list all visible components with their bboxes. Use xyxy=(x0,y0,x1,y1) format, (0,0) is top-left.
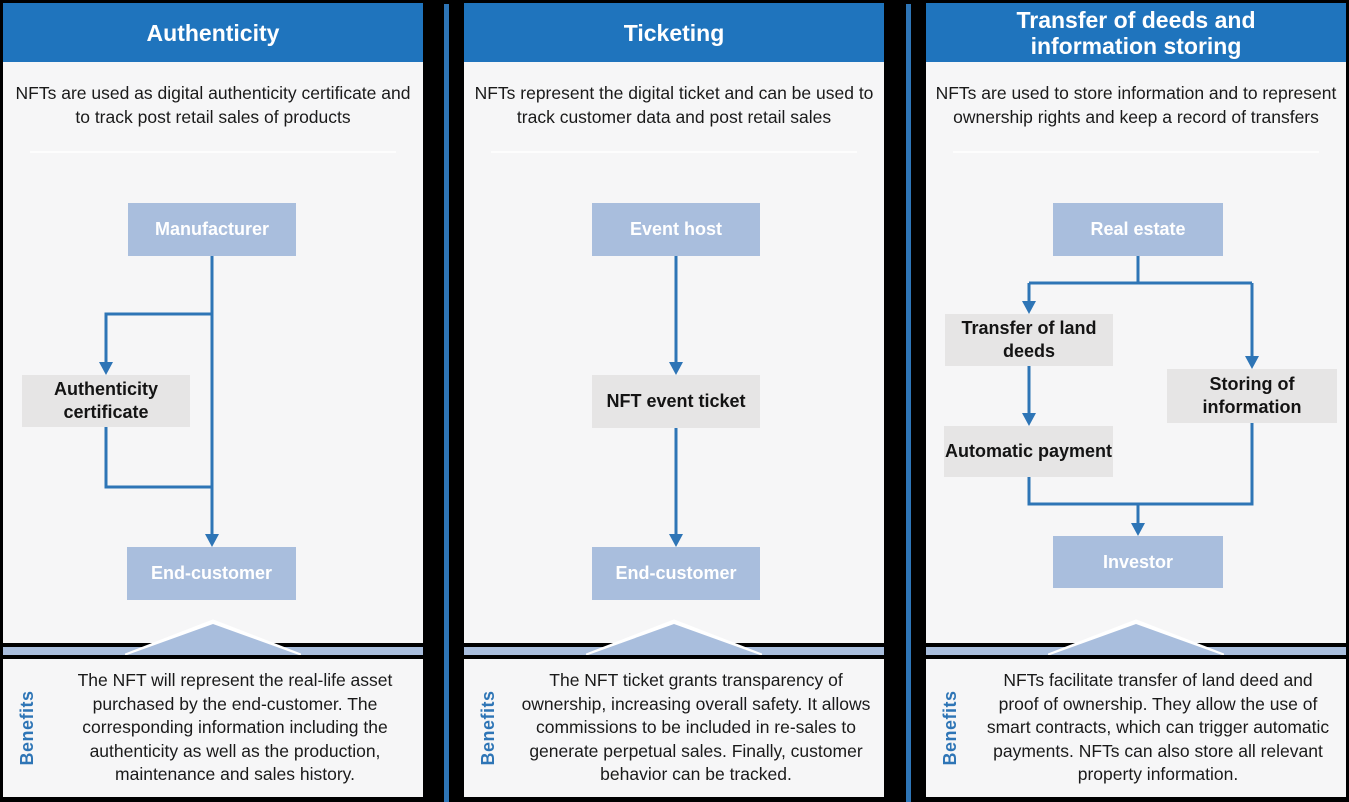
column-header: Transfer of deeds and information storin… xyxy=(926,3,1346,62)
column-transfer-deeds: Transfer of deeds and information storin… xyxy=(926,0,1346,802)
use-case-card: Ticketing NFTs represent the digital tic… xyxy=(464,3,884,643)
vertical-divider xyxy=(906,4,911,802)
column-description: NFTs are used to store information and t… xyxy=(935,83,1337,127)
node-manufacturer: Manufacturer xyxy=(128,203,296,256)
use-case-card: Authenticity NFTs are used as digital au… xyxy=(3,3,423,643)
benefits-text: The NFT ticket grants transparency of ow… xyxy=(521,670,871,785)
node-transfer-of-land-deeds: Transfer of land deeds xyxy=(945,314,1113,366)
flow-connectors xyxy=(669,256,683,547)
benefits-label: Benefits xyxy=(940,690,960,766)
node-nft-event-ticket: NFT event ticket xyxy=(592,375,760,428)
benefits-panel: Benefits The NFT will represent the real… xyxy=(3,659,423,797)
node-event-host: Event host xyxy=(592,203,760,256)
flow-connectors xyxy=(99,256,219,547)
divider-rule xyxy=(491,151,857,153)
use-case-card: Transfer of deeds and information storin… xyxy=(926,3,1346,643)
node-storing-of-information: Storing of information xyxy=(1167,369,1337,423)
flow-connectors xyxy=(1022,256,1259,536)
benefits-text: The NFT will represent the real-life ass… xyxy=(77,670,393,785)
node-real-estate: Real estate xyxy=(1053,203,1223,256)
column-header: Ticketing xyxy=(464,3,884,62)
column-description: NFTs represent the digital ticket and ca… xyxy=(474,83,874,127)
benefits-label: Benefits xyxy=(17,690,37,766)
node-end-customer: End-customer xyxy=(127,547,296,600)
node-end-customer: End-customer xyxy=(592,547,760,600)
divider-rule xyxy=(30,151,396,153)
benefits-text: NFTs facilitate transfer of land deed an… xyxy=(986,670,1330,785)
benefits-panel: Benefits The NFT ticket grants transpare… xyxy=(464,659,884,797)
column-title: Authenticity xyxy=(146,19,280,46)
chevron-pointer xyxy=(1048,619,1224,655)
node-investor: Investor xyxy=(1053,536,1223,588)
column-authenticity: Authenticity NFTs are used as digital au… xyxy=(3,0,423,802)
vertical-divider xyxy=(444,4,449,802)
column-title: Transfer of deeds and information storin… xyxy=(1016,6,1256,59)
chevron-pointer xyxy=(125,619,301,655)
column-title: Ticketing xyxy=(623,19,725,46)
column-description: NFTs are used as digital authenticity ce… xyxy=(15,83,411,127)
benefits-panel: Benefits NFTs facilitate transfer of lan… xyxy=(926,659,1346,797)
divider-rule xyxy=(953,151,1319,153)
node-authenticity-certificate: Authenticity certificate xyxy=(22,375,190,427)
chevron-pointer xyxy=(586,619,762,655)
benefits-label: Benefits xyxy=(478,690,498,766)
column-ticketing: Ticketing NFTs represent the digital tic… xyxy=(464,0,884,802)
node-automatic-payment: Automatic payment xyxy=(944,426,1113,477)
column-header: Authenticity xyxy=(3,3,423,62)
